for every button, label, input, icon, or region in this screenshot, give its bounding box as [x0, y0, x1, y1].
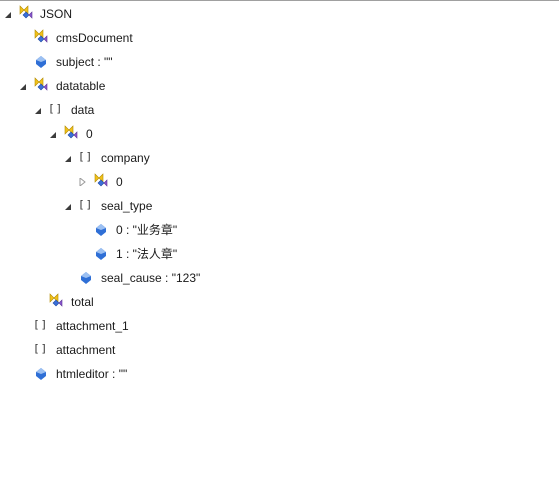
object-icon: [94, 173, 108, 187]
tree-node-label: attachment_1: [56, 319, 129, 333]
tree-node-cmsdocument[interactable]: cmsDocument: [0, 26, 200, 50]
tree-node-label: cmsDocument: [56, 31, 133, 45]
tree-node-label: 0 : "业务章": [116, 223, 178, 237]
tree-node-datatable[interactable]: datatable: [0, 74, 200, 98]
value-icon: [36, 368, 46, 380]
tree-node-label: company: [101, 151, 150, 165]
array-icon: []: [33, 318, 49, 331]
tree-node-label: datatable: [56, 79, 106, 93]
array-icon: []: [48, 102, 64, 115]
tree-node-label: seal_type: [101, 199, 153, 213]
object-icon: [49, 293, 63, 307]
object-icon: [34, 29, 48, 43]
tree-node-company-0[interactable]: 0: [0, 170, 200, 194]
array-icon: []: [33, 342, 49, 355]
array-icon: []: [78, 198, 94, 211]
object-icon: [19, 5, 33, 19]
tree-node-total[interactable]: total: [0, 290, 200, 314]
value-icon: [96, 224, 106, 236]
tree-node-label: htmleditor : "": [56, 367, 128, 381]
collapsed-triangle-icon[interactable]: [79, 178, 87, 186]
tree-node-data[interactable]: [] data: [0, 98, 200, 122]
value-icon: [36, 56, 46, 68]
tree-node-label: total: [71, 295, 94, 309]
tree-node-seal-type-1[interactable]: 1 : "法人章": [0, 242, 220, 266]
expanded-triangle-icon[interactable]: [64, 203, 72, 211]
expanded-triangle-icon[interactable]: [34, 107, 42, 115]
array-icon: []: [78, 150, 94, 163]
tree-node-attachment[interactable]: [] attachment: [0, 338, 200, 362]
tree-node-seal-type[interactable]: [] seal_type: [0, 194, 200, 218]
expanded-triangle-icon[interactable]: [64, 155, 72, 163]
tree-node-json[interactable]: JSON: [0, 2, 200, 26]
tree-node-label: seal_cause : "123": [101, 271, 201, 285]
expanded-triangle-icon[interactable]: [49, 131, 57, 139]
tree-node-label: data: [71, 103, 95, 117]
tree-node-seal-cause[interactable]: seal_cause : "123": [0, 266, 220, 290]
tree-node-attachment-1[interactable]: [] attachment_1: [0, 314, 200, 338]
window-top-border: [0, 0, 559, 1]
tree-node-htmleditor[interactable]: htmleditor : "": [0, 362, 200, 386]
expanded-triangle-icon[interactable]: [19, 83, 27, 91]
tree-node-label: 1 : "法人章": [116, 247, 178, 261]
tree-node-company[interactable]: [] company: [0, 146, 200, 170]
value-icon: [81, 272, 91, 284]
object-icon: [64, 125, 78, 139]
tree-node-data-0[interactable]: 0: [0, 122, 200, 146]
object-icon: [34, 77, 48, 91]
tree-node-subject[interactable]: subject : "": [0, 50, 200, 74]
tree-node-label: JSON: [40, 7, 73, 21]
tree-node-label: subject : "": [56, 55, 113, 69]
tree-node-label: 0: [116, 175, 123, 189]
tree-node-label: attachment: [56, 343, 116, 357]
tree-node-label: 0: [86, 127, 93, 141]
expanded-triangle-icon[interactable]: [4, 11, 12, 19]
tree-node-seal-type-0[interactable]: 0 : "业务章": [0, 218, 220, 242]
value-icon: [96, 248, 106, 260]
